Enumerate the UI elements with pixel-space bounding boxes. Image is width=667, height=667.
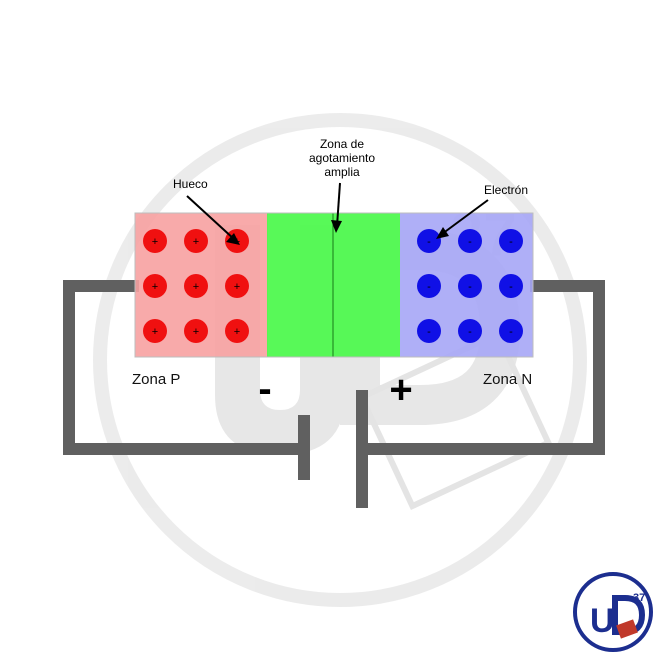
electron-arrowhead xyxy=(436,227,449,239)
electron-label: Electrón xyxy=(484,183,528,197)
hole-sign: + xyxy=(234,281,240,293)
hole-sign: + xyxy=(152,326,158,338)
hueco-arrowhead xyxy=(226,233,240,245)
hole-dot xyxy=(184,229,208,253)
electron-sign: - xyxy=(468,236,472,248)
electron-sign: - xyxy=(468,326,472,338)
hueco-arrow xyxy=(186,195,236,241)
hueco-label: Hueco xyxy=(173,177,208,191)
zona-arrow xyxy=(336,182,341,227)
electron-sign: - xyxy=(468,281,472,293)
logo-chip xyxy=(616,619,638,639)
electron-arrow xyxy=(441,199,489,235)
electrons-group: - - - - - - - - - xyxy=(417,229,523,343)
zona-arrowhead xyxy=(331,220,342,233)
electron-dot xyxy=(458,274,482,298)
hole-sign: + xyxy=(152,281,158,293)
electron-sign: - xyxy=(509,326,513,338)
hole-dot xyxy=(143,319,167,343)
hole-dot xyxy=(143,229,167,253)
hole-dot xyxy=(143,274,167,298)
annotation-arrows xyxy=(186,182,489,245)
electron-dot xyxy=(417,319,441,343)
hole-dot xyxy=(184,319,208,343)
electron-dot xyxy=(417,229,441,253)
electron-sign: - xyxy=(427,236,431,248)
electron-sign: - xyxy=(509,236,513,248)
logo-text: U xyxy=(590,602,615,640)
battery-positive-plate xyxy=(356,390,368,508)
electron-sign: - xyxy=(509,281,513,293)
hole-dot xyxy=(225,274,249,298)
hole-sign: + xyxy=(234,326,240,338)
logo: U 37 xyxy=(573,572,653,652)
zona-p-label: Zona P xyxy=(132,371,180,388)
hole-sign: + xyxy=(193,236,199,248)
battery-plus-sign: + xyxy=(389,368,412,412)
battery-negative-plate xyxy=(298,415,310,480)
hole-sign: + xyxy=(193,326,199,338)
zona-agotamiento-label-line3: amplia xyxy=(324,165,360,179)
zona-n-label: Zona N xyxy=(483,371,532,388)
electron-dot xyxy=(458,319,482,343)
logo-number: 37 xyxy=(633,592,645,604)
electron-sign: - xyxy=(427,281,431,293)
zona-agotamiento-label-line2: agotamiento xyxy=(309,151,375,165)
electron-dot xyxy=(499,319,523,343)
electron-dot xyxy=(417,274,441,298)
hole-sign: + xyxy=(193,281,199,293)
electron-dot xyxy=(499,229,523,253)
holes-group: +++++++++ xyxy=(143,229,249,343)
electron-dot xyxy=(499,274,523,298)
diode-outline xyxy=(134,212,534,358)
electron-sign: - xyxy=(427,326,431,338)
electron-dot xyxy=(458,229,482,253)
battery-minus-sign: - xyxy=(258,367,271,411)
zona-agotamiento-label-line1: Zona de xyxy=(320,137,364,151)
hole-dot xyxy=(184,274,208,298)
hole-dot xyxy=(225,319,249,343)
circuit-wires xyxy=(63,280,605,455)
hole-sign: + xyxy=(152,236,158,248)
